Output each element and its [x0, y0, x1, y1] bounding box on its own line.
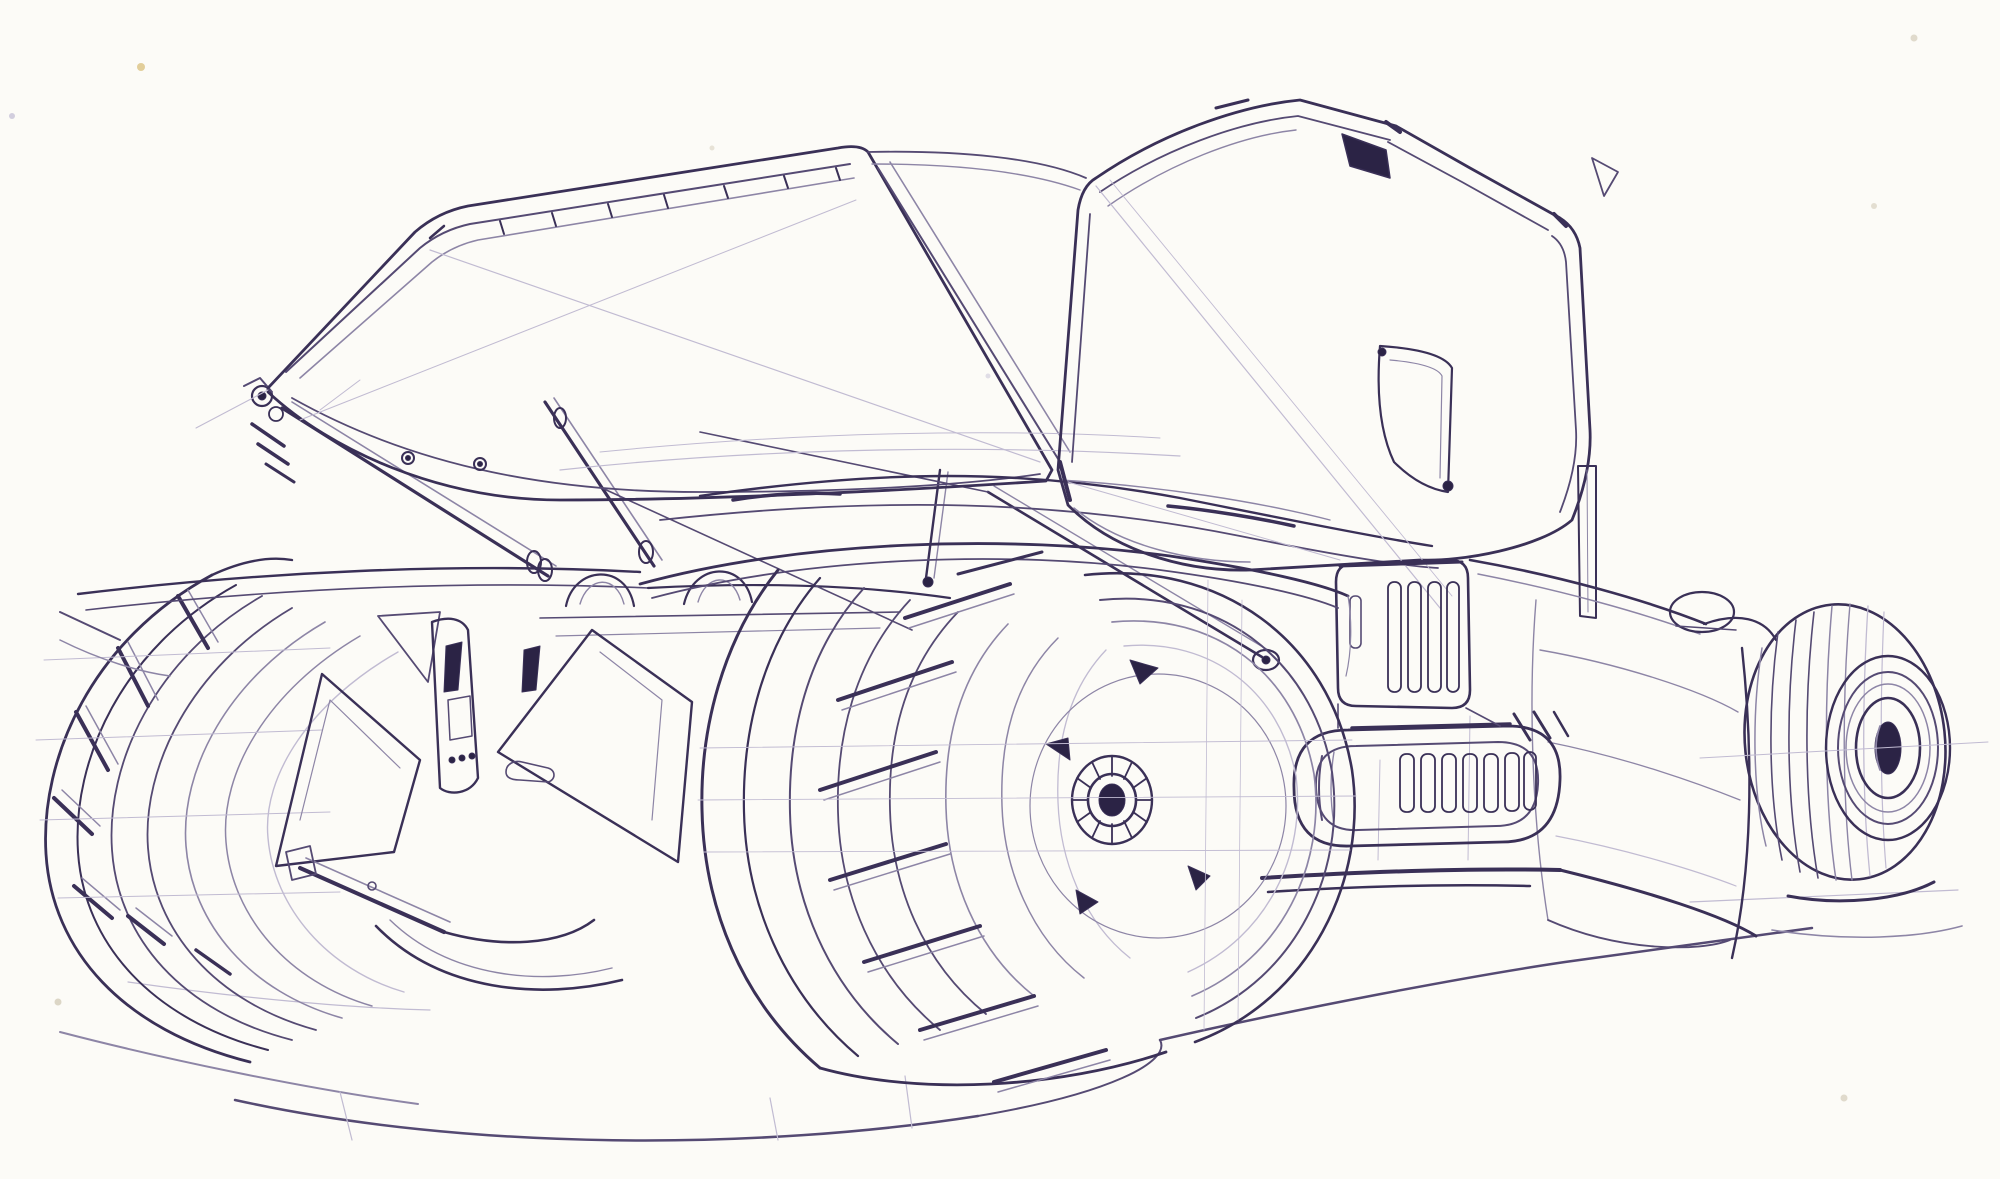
body-right-pod — [1260, 558, 1778, 960]
paper-speckles — [9, 34, 1918, 1102]
ground-shadow — [59, 880, 1963, 1142]
front-wheel-right — [1699, 603, 1989, 881]
bumper-intake — [1292, 703, 1562, 848]
tipping-canopy — [195, 145, 1071, 502]
lift-struts — [243, 377, 1281, 672]
cab-frame — [867, 98, 1619, 619]
rear-wheel-center — [638, 542, 1357, 1093]
chassis-left-armor — [59, 566, 952, 991]
bed-deck — [559, 432, 1439, 569]
radiator-box — [1334, 558, 1472, 710]
rear-wheel-left — [35, 557, 405, 1064]
